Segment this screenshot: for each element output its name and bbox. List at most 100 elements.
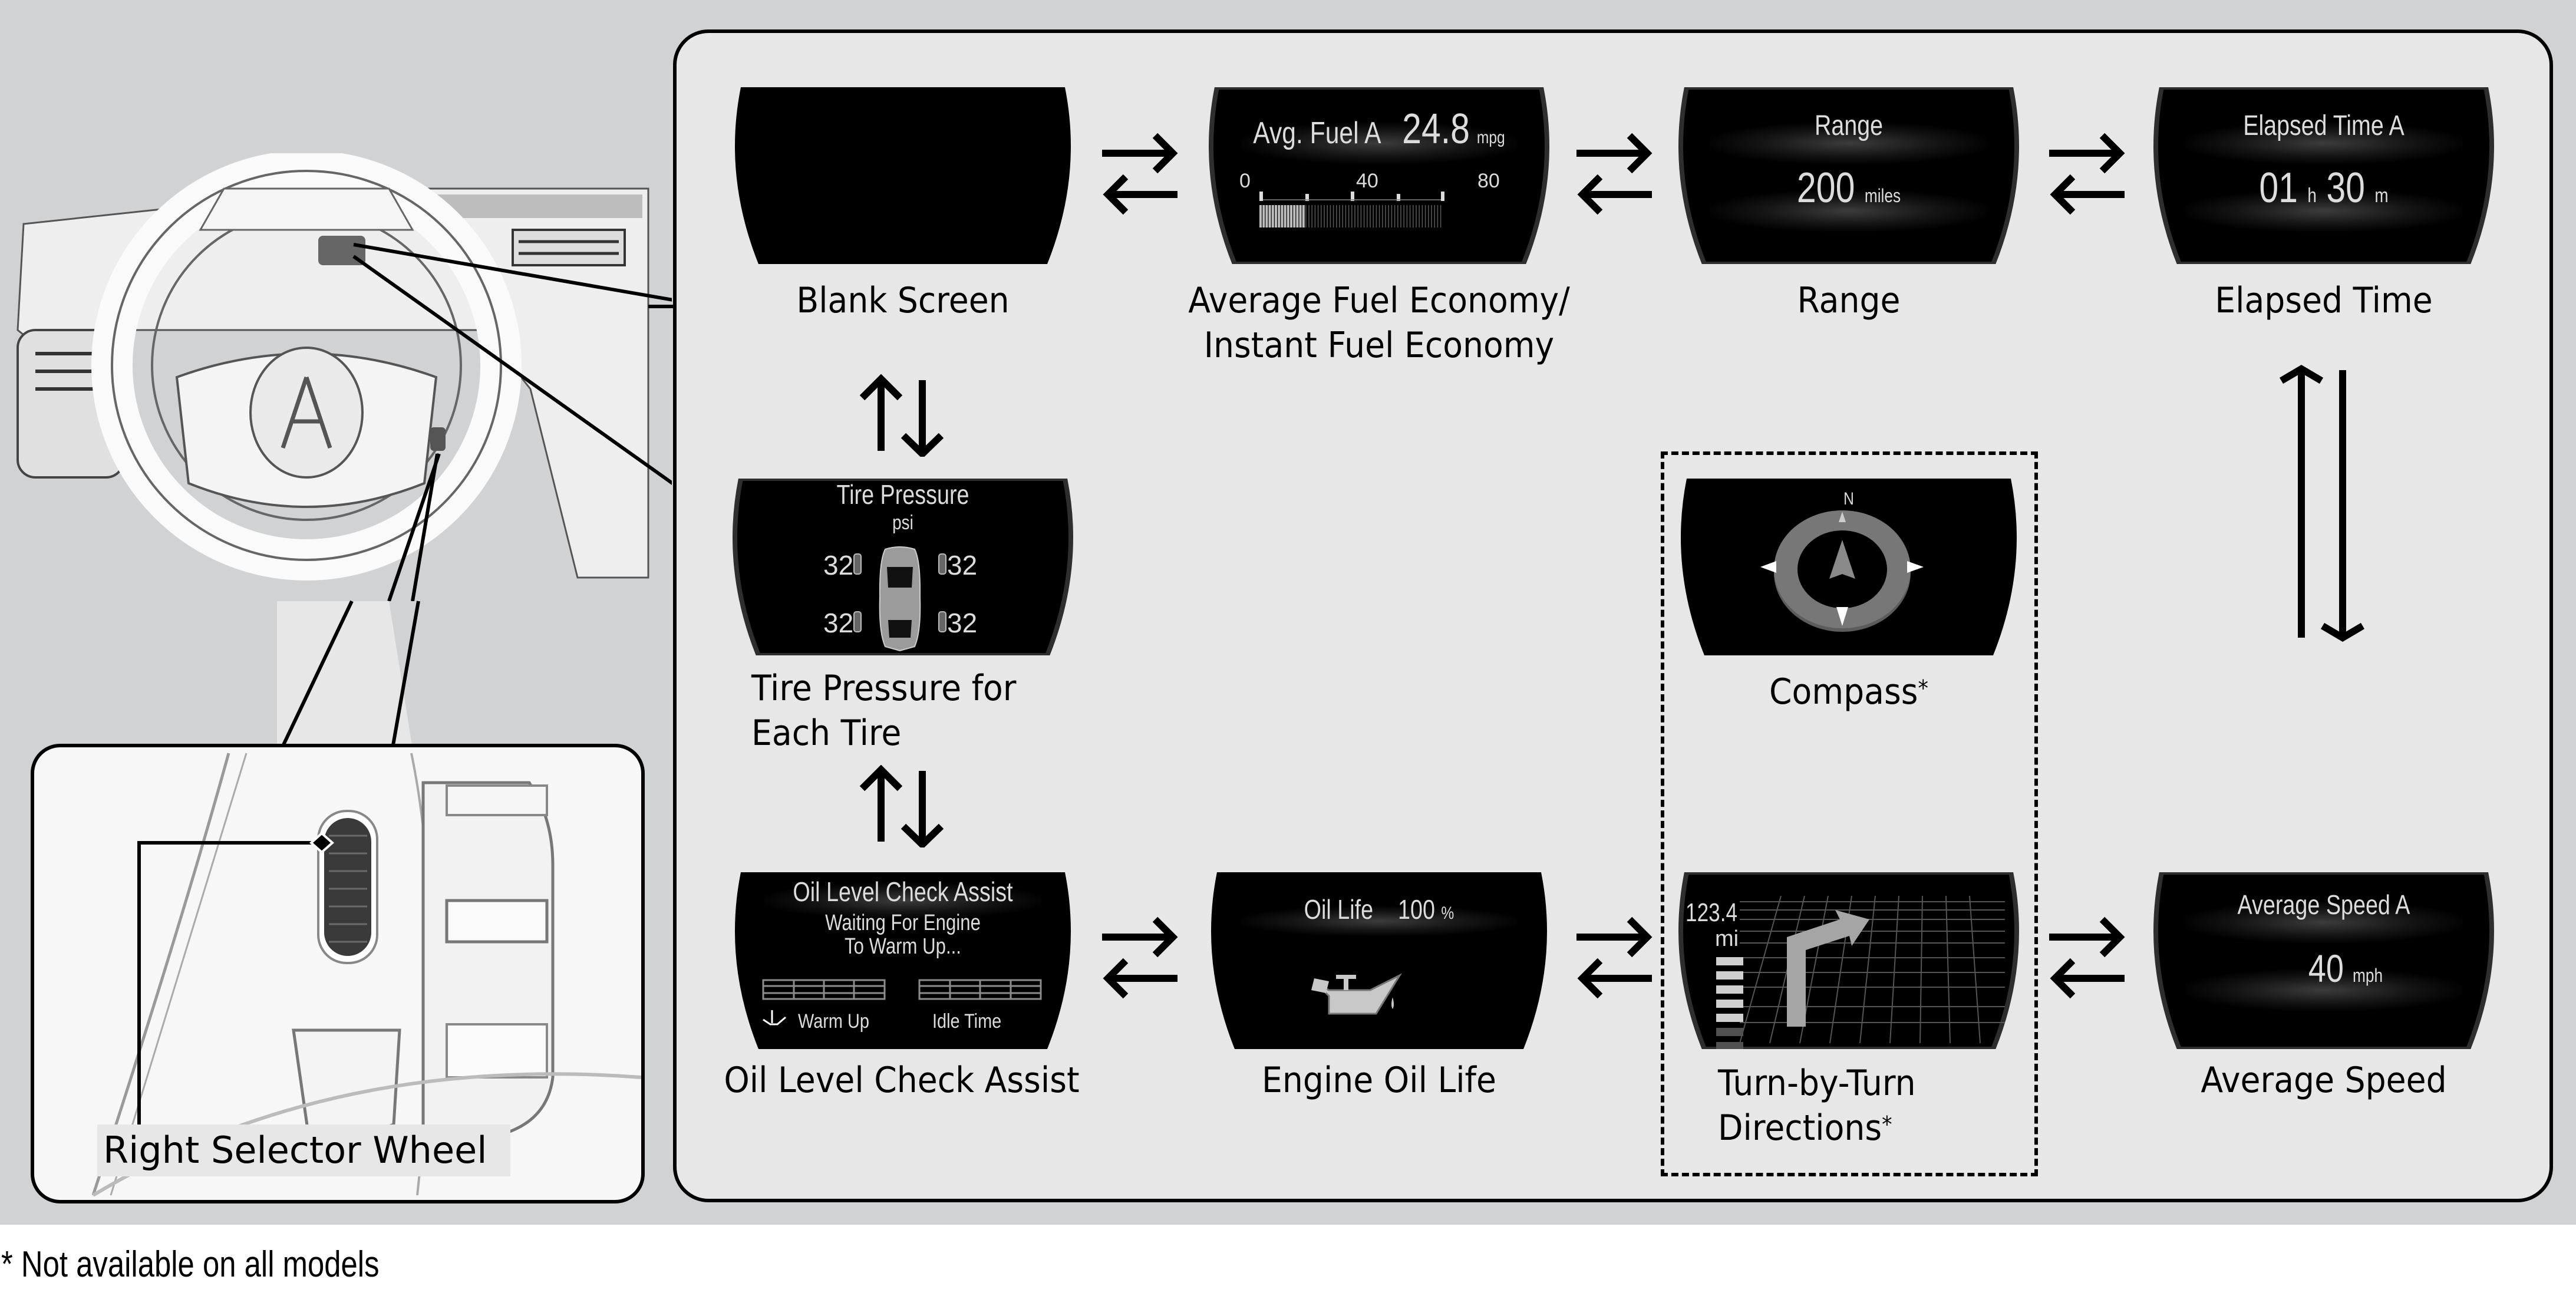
fuel-bar-segment bbox=[1314, 205, 1316, 227]
distance-bar-segment bbox=[1716, 1014, 1743, 1022]
distance-bar-segment bbox=[1716, 957, 1743, 965]
oil-level-check-caption: Oil Level Check Assist bbox=[724, 1060, 1080, 1101]
distance-bar-segment bbox=[1716, 971, 1743, 980]
up-down-arrows-icon[interactable] bbox=[857, 374, 946, 457]
fuel-bar-segment bbox=[1354, 205, 1355, 227]
title-glow bbox=[764, 883, 1041, 918]
fuel-bar-segment bbox=[1296, 205, 1299, 227]
turn-grid bbox=[1716, 895, 2005, 1049]
swap-arrows-icon[interactable] bbox=[1102, 133, 1179, 215]
oil-check-message-line2: To Warm Up... bbox=[845, 934, 961, 959]
fuel-bar-segment bbox=[1419, 205, 1420, 227]
compass-caption-text: Compass bbox=[1769, 671, 1918, 713]
range-title: Range bbox=[1814, 110, 1883, 141]
car-top-view-icon bbox=[853, 546, 946, 652]
warm-up-label: Warm Up bbox=[798, 1010, 869, 1033]
swap-arrows-icon[interactable] bbox=[2049, 916, 2126, 999]
idle-time-label: Idle Time bbox=[932, 1010, 1002, 1033]
swap-arrows-icon[interactable] bbox=[1576, 916, 1653, 999]
turn-by-turn-display[interactable]: 123.4 mi bbox=[1675, 872, 2023, 1049]
elapsed-time-display[interactable]: Elapsed Time A 01 h 30 m bbox=[2150, 87, 2498, 264]
elapsed-time-caption: Elapsed Time bbox=[2215, 280, 2433, 321]
elapsed-minutes-unit: m bbox=[2374, 184, 2389, 207]
optional-features-box bbox=[1661, 451, 2038, 1176]
swap-arrows-icon[interactable] bbox=[1102, 916, 1179, 999]
engine-oil-life-display[interactable]: Oil Life 100 % bbox=[1205, 872, 1553, 1049]
title-glow bbox=[1241, 906, 1518, 936]
scale-tick-40: 40 bbox=[1356, 170, 1378, 192]
oil-check-message-line1: Waiting For Engine bbox=[825, 911, 981, 935]
fuel-bar-segment bbox=[1406, 205, 1408, 227]
fuel-scale: 0 40 80 bbox=[1239, 170, 1500, 193]
up-down-long-arrows-icon[interactable] bbox=[2278, 364, 2366, 644]
tire-pressure-display[interactable]: Tire Pressure psi 32 32 32 32 bbox=[729, 479, 1077, 655]
blank-screen-display[interactable] bbox=[729, 87, 1077, 264]
compass-display[interactable]: N bbox=[1675, 479, 2023, 655]
fuel-caption-line2: Instant Fuel Economy bbox=[1203, 325, 1555, 366]
fuel-economy-caption: Average Fuel Economy/ Instant Fuel Econo… bbox=[1184, 278, 1574, 368]
fuel-bar-segment bbox=[1348, 205, 1350, 227]
fuel-bar-segment bbox=[1265, 205, 1268, 227]
tire-front-right: 32 bbox=[947, 550, 978, 581]
fuel-bar-segment bbox=[1271, 205, 1274, 227]
average-speed-display[interactable]: Average Speed A 40 mph bbox=[2150, 872, 2498, 1049]
oil-level-check-display[interactable]: Oil Level Check Assist Waiting For Engin… bbox=[729, 872, 1077, 1049]
fuel-bar-segment bbox=[1403, 205, 1404, 227]
elapsed-hours-unit: h bbox=[2307, 184, 2317, 207]
fuel-bar-segment bbox=[1360, 205, 1362, 227]
fuel-bar-segment bbox=[1327, 205, 1328, 227]
tire-rear-right: 32 bbox=[947, 608, 978, 638]
lcd-shape bbox=[1678, 872, 2019, 1049]
value-glow bbox=[2185, 190, 2462, 232]
fuel-bar-segment bbox=[1342, 205, 1343, 227]
fuel-bar-segment bbox=[1275, 205, 1277, 227]
fuel-bar-segment bbox=[1370, 205, 1371, 227]
grid-line bbox=[1739, 895, 1782, 1044]
fuel-bar-segment bbox=[1440, 205, 1442, 227]
grid-line bbox=[1889, 895, 1899, 1044]
fuel-bar-segment bbox=[1293, 205, 1296, 227]
turn-distance: 123.4 bbox=[1686, 898, 1738, 927]
title-glow bbox=[1710, 123, 1987, 164]
fuel-bar-segment bbox=[1317, 205, 1319, 227]
range-display[interactable]: Range 200 miles bbox=[1675, 87, 2023, 264]
oil-can-icon bbox=[1311, 973, 1403, 1015]
swap-arrows-icon[interactable] bbox=[1576, 133, 1653, 215]
swap-arrows-icon[interactable] bbox=[2049, 133, 2126, 215]
fuel-bar-segment bbox=[1394, 205, 1396, 227]
oil-check-message: Waiting For Engine To Warm Up... bbox=[760, 911, 1045, 958]
fuel-bar-segment bbox=[1373, 205, 1374, 227]
fuel-bar-segment bbox=[1413, 205, 1414, 227]
fuel-bar-segment bbox=[1388, 205, 1389, 227]
tire-pressure-caption: Tire Pressure for Each Tire bbox=[751, 666, 1017, 756]
instant-fuel-bars bbox=[1259, 205, 1442, 227]
fuel-bar-segment bbox=[1281, 205, 1284, 227]
fuel-unit: mpg bbox=[1476, 128, 1505, 147]
fuel-bar-segment bbox=[1290, 205, 1292, 227]
compass-caption: Compass* bbox=[1689, 670, 2009, 714]
scale-tick-0: 0 bbox=[1239, 170, 1251, 192]
fuel-bar-segment bbox=[1268, 205, 1271, 227]
fuel-bar-segment bbox=[1409, 205, 1411, 227]
fuel-bar-segment bbox=[1278, 205, 1281, 227]
oil-check-title: Oil Level Check Assist bbox=[793, 876, 1013, 907]
up-down-arrows-icon[interactable] bbox=[857, 765, 946, 847]
distance-bar-segment bbox=[1716, 1042, 1743, 1049]
fuel-bar-segment bbox=[1385, 205, 1386, 227]
fuel-bar-segment bbox=[1287, 205, 1289, 227]
avg-speed-title: Average Speed A bbox=[2237, 889, 2410, 920]
scale-tick-80: 80 bbox=[1477, 170, 1500, 192]
elapsed-title: Elapsed Time A bbox=[2243, 110, 2405, 141]
compass-asterisk: * bbox=[1918, 675, 1928, 701]
fuel-bar-segment bbox=[1284, 205, 1287, 227]
avg-speed-unit: mph bbox=[2352, 965, 2383, 986]
fuel-bar-segment bbox=[1336, 205, 1337, 227]
callout-lines bbox=[277, 305, 677, 750]
tire-unit: psi bbox=[892, 512, 913, 534]
fuel-bar-segment bbox=[1357, 205, 1358, 227]
fuel-economy-display[interactable]: Avg. Fuel A 24.8 mpg 0 40 80 bbox=[1205, 87, 1553, 264]
distance-bar-segment bbox=[1716, 1000, 1743, 1008]
elapsed-minutes: 30 bbox=[2326, 164, 2366, 212]
oil-life-value: 100 bbox=[1398, 894, 1435, 925]
value-glow bbox=[1710, 190, 1987, 232]
